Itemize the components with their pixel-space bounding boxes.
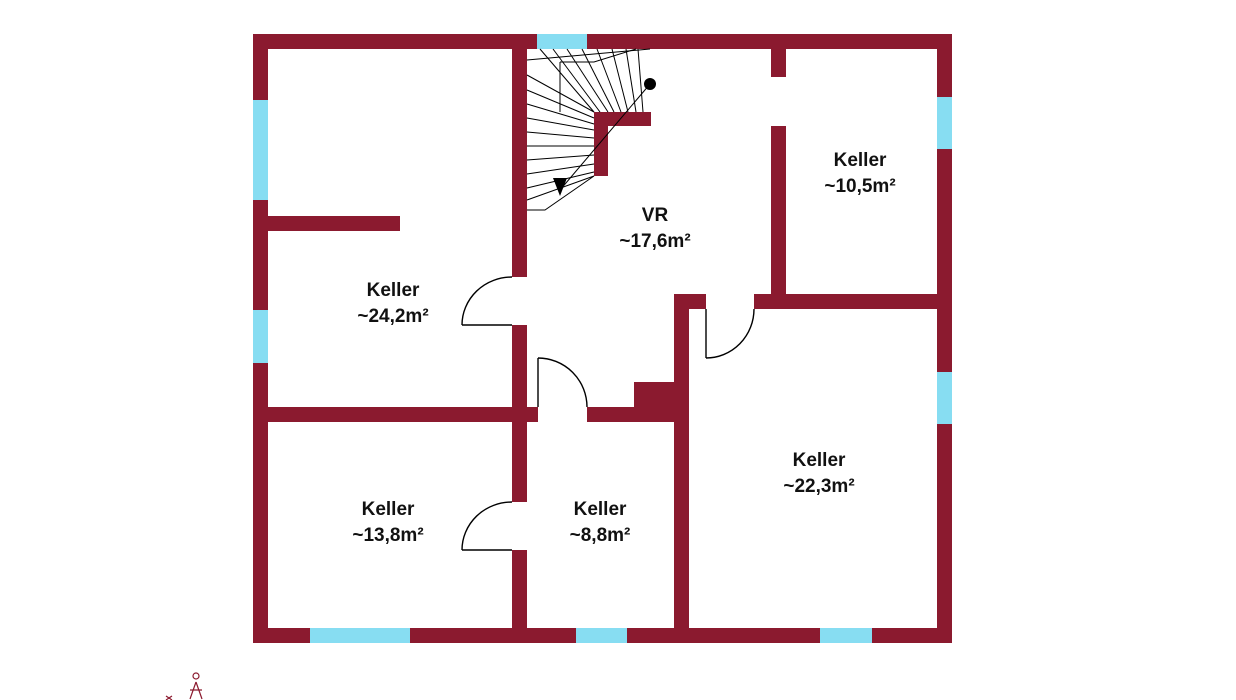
room-area-keller-2: ~10,5m²	[824, 176, 895, 197]
room-labels: Keller ~24,2m² VR ~17,6m² Keller ~10,5m²…	[352, 150, 895, 546]
wall-vertical-left-middle	[512, 325, 527, 407]
window-bottom-right	[820, 628, 872, 643]
wall-stair-core-horizontal	[594, 112, 651, 126]
room-area-keller-3: ~22,3m²	[783, 476, 854, 497]
stair-arrow-icon	[553, 178, 567, 196]
window-left-lower	[253, 310, 268, 363]
door-keller-1	[461, 276, 513, 326]
wall-vertical-left-upper	[512, 49, 527, 277]
room-area-keller-4: ~13,8m²	[352, 525, 423, 546]
window-right-lower	[937, 372, 952, 424]
outer-wall-top	[253, 34, 952, 49]
outer-wall-right	[937, 34, 952, 643]
room-name-keller-5: Keller	[574, 499, 627, 520]
room-area-vr: ~17,6m²	[619, 231, 690, 252]
room-name-keller-4: Keller	[362, 499, 415, 520]
wall-stair-core-vertical	[594, 112, 608, 176]
wall-vertical-bottom-left-upper	[512, 422, 527, 502]
room-name-keller-2: Keller	[834, 150, 887, 171]
doors	[461, 276, 755, 551]
room-name-vr: VR	[642, 205, 669, 226]
wall-vertical-right-lower	[771, 126, 786, 296]
room-name-keller-1: Keller	[367, 280, 420, 301]
staircase	[526, 48, 656, 211]
windows	[253, 34, 952, 643]
wall-vertical-bottom-left-lower	[512, 550, 527, 628]
wall-horizontal-center-stub	[674, 294, 706, 309]
window-top	[537, 34, 587, 49]
door-keller-5	[537, 357, 588, 408]
window-left-upper	[253, 100, 268, 200]
wall-chimney	[634, 382, 682, 422]
window-right-upper	[937, 97, 952, 149]
room-area-keller-1: ~24,2m²	[357, 306, 428, 327]
room-name-keller-3: Keller	[793, 450, 846, 471]
stair-start-dot	[644, 78, 656, 90]
room-area-keller-5: ~8,8m²	[570, 525, 631, 546]
wall-vertical-center	[674, 294, 689, 628]
wall-horizontal-middle-left	[268, 407, 538, 422]
wall-horizontal-right	[754, 294, 937, 309]
wall-left-stub	[268, 216, 400, 231]
window-bottom-center	[576, 628, 627, 643]
door-keller-4	[461, 501, 513, 551]
door-keller-3	[705, 308, 755, 359]
interior-walls	[268, 49, 937, 628]
window-bottom-left	[310, 628, 410, 643]
brand-logo-icon	[165, 672, 203, 700]
wall-vertical-right-top	[771, 49, 786, 77]
